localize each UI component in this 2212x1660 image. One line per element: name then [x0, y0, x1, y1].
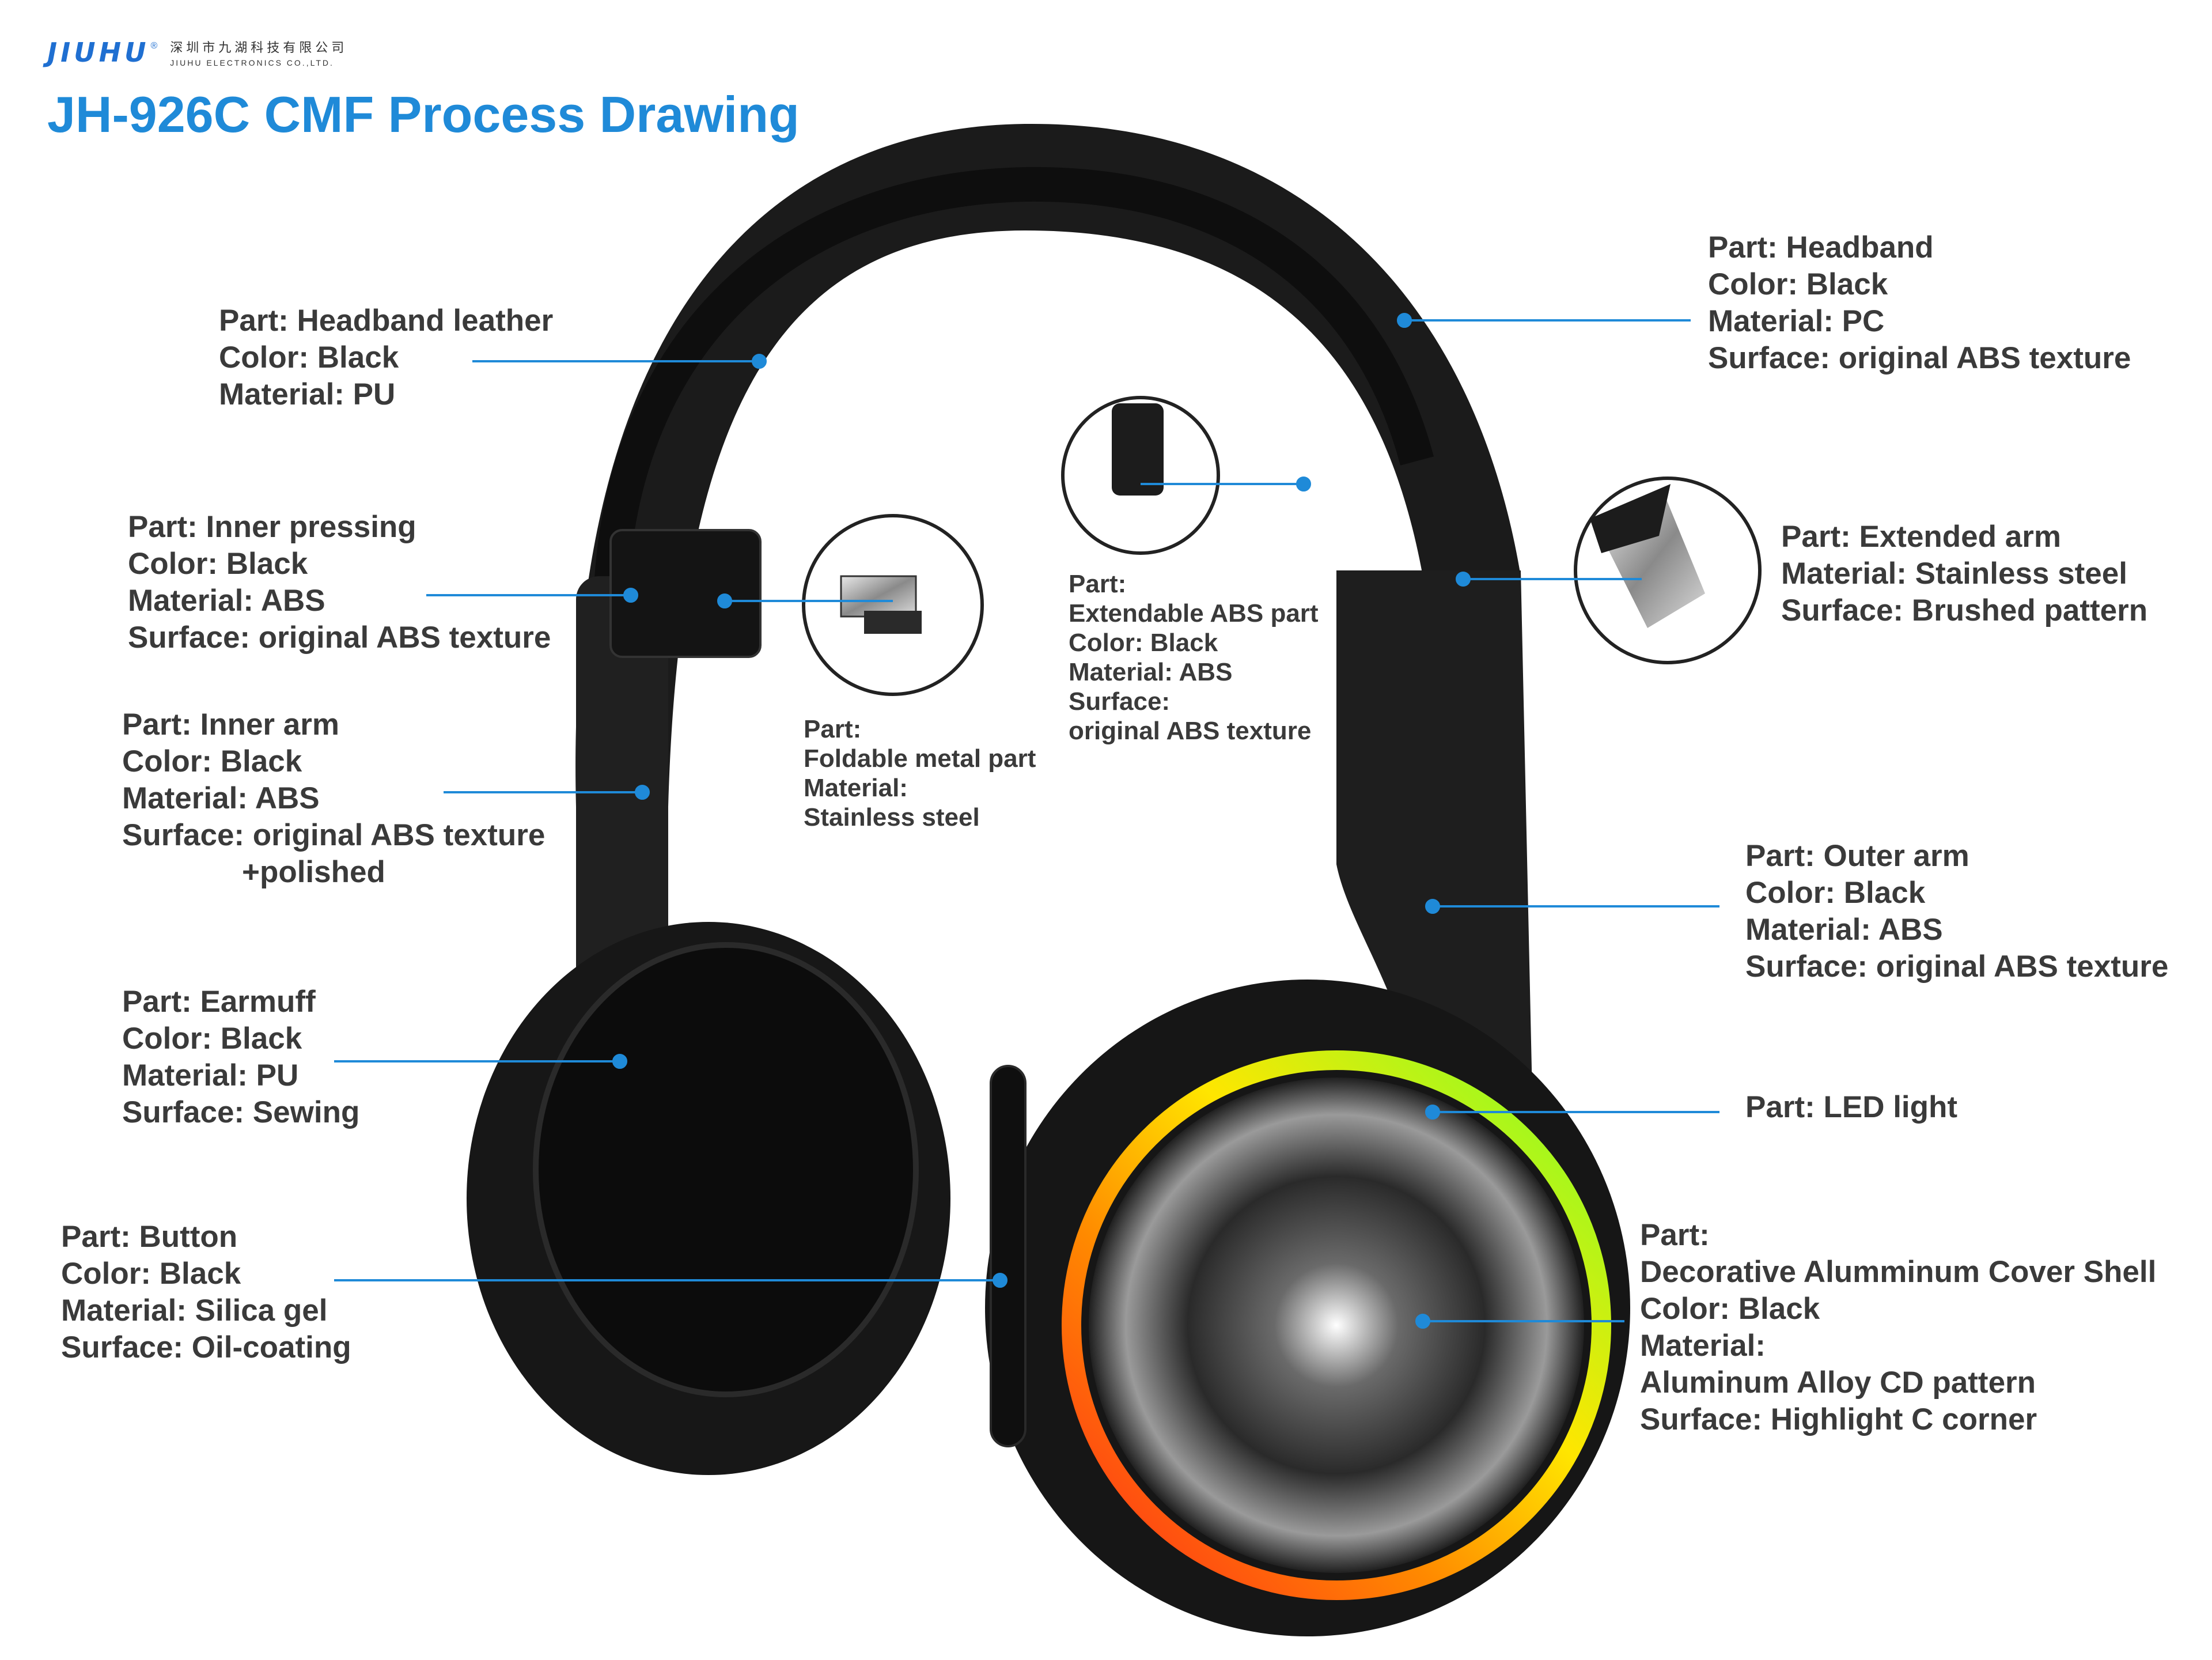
- label-line: Material: ABS: [1745, 913, 1943, 947]
- brand-name-en: JIUHU ELECTRONICS CO.,LTD.: [170, 58, 334, 67]
- label-line: Material: Stainless steel: [1781, 557, 2127, 591]
- label-line: Part: Inner arm: [122, 708, 340, 742]
- label-line: Color: Black: [1708, 267, 1888, 301]
- label-cover-shell: Part: Decorative Alumminum Cover Shell C…: [1640, 1217, 2156, 1438]
- label-line: Foldable metal part: [804, 744, 1036, 773]
- label-line: Part: Headband leather: [219, 304, 554, 338]
- label-line: original ABS texture: [1069, 717, 1312, 745]
- label-line: Color: Black: [1745, 876, 1926, 910]
- label-line: Material: ABS: [128, 584, 325, 618]
- label-line: Material: PC: [1708, 304, 1885, 338]
- label-line: Surface: original ABS texture: [128, 621, 551, 655]
- label-line: Surface: Sewing: [122, 1095, 360, 1129]
- label-line: Part: Outer arm: [1745, 839, 1969, 873]
- label-foldable-metal: Part: Foldable metal part Material: Stai…: [804, 714, 1036, 832]
- cd-cover: [1089, 1077, 1584, 1573]
- label-line: Color: Black: [128, 547, 308, 581]
- label-line: Color: Black: [122, 744, 302, 778]
- label-line: Part:: [1640, 1218, 1710, 1252]
- label-line: Material: PU: [219, 377, 396, 411]
- label-headband: Part: Headband Color: Black Material: PC…: [1708, 229, 2131, 377]
- inner-pressing-shape: [609, 529, 762, 658]
- label-line: Material: PU: [122, 1058, 299, 1092]
- registered-mark: ®: [150, 41, 158, 51]
- label-line: Material: ABS: [122, 781, 320, 815]
- label-led-light: Part: LED light: [1745, 1089, 1957, 1126]
- earmuff-shape: [533, 942, 919, 1397]
- label-line: Color: Black: [1069, 629, 1218, 657]
- headband-shape: [575, 123, 1521, 807]
- label-line: Surface:: [1069, 687, 1171, 716]
- label-inner-arm: Part: Inner arm Color: Black Material: A…: [122, 706, 545, 891]
- label-extended-arm: Part: Extended arm Material: Stainless s…: [1781, 519, 2147, 629]
- label-headband-leather: Part: Headband leather Color: Black Mate…: [219, 302, 553, 413]
- label-line: Decorative Alumminum Cover Shell: [1640, 1255, 2157, 1289]
- label-line: +polished: [242, 855, 385, 889]
- label-line: Material:: [1640, 1329, 1766, 1363]
- label-line: Part: Headband: [1708, 230, 1934, 264]
- headband-leather-shape: [593, 167, 1434, 606]
- outer-arm-shape: [1336, 570, 1532, 1095]
- brand-name-cn: 深圳市九湖科技有限公司: [170, 40, 348, 55]
- extendable-detail: [1061, 396, 1220, 555]
- label-line: Surface: original ABS texture: [1708, 341, 2131, 375]
- extended-arm-detail: [1574, 477, 1762, 664]
- label-line: Stainless steel: [804, 803, 980, 831]
- label-earmuff: Part: Earmuff Color: Black Material: PU …: [122, 984, 359, 1131]
- label-line: Part: Inner pressing: [128, 510, 416, 544]
- label-line: Surface: original ABS texture: [1745, 950, 2169, 984]
- inner-arm-shape: [576, 576, 668, 991]
- button-shape: [990, 1065, 1027, 1447]
- led-ring: [1062, 1050, 1611, 1600]
- label-line: Material: Silica gel: [61, 1294, 328, 1328]
- label-line: Aluminum Alloy CD pattern: [1640, 1366, 2036, 1400]
- label-button: Part: Button Color: Black Material: Sili…: [61, 1219, 351, 1366]
- brand-logo: JIUHU ® 深圳市九湖科技有限公司 JIUHU ELECTRONICS CO…: [47, 37, 347, 68]
- logo-mark: JIUHU: [47, 37, 150, 68]
- label-line: Part:: [1069, 570, 1127, 598]
- label-line: Color: Black: [61, 1257, 241, 1291]
- label-line: Part: Button: [61, 1220, 238, 1254]
- label-line: Material: ABS: [1069, 658, 1233, 686]
- label-line: Material:: [804, 774, 908, 802]
- label-extendable-abs: Part: Extendable ABS part Color: Black M…: [1069, 569, 1319, 746]
- label-line: Surface: Oil-coating: [61, 1330, 351, 1364]
- label-line: Part: Extended arm: [1781, 520, 2061, 554]
- label-line: Color: Black: [122, 1022, 302, 1056]
- label-line: Surface: Brushed pattern: [1781, 593, 2148, 627]
- label-line: Surface: original ABS texture: [122, 818, 546, 852]
- brand-text: 深圳市九湖科技有限公司 JIUHU ELECTRONICS CO.,LTD.: [170, 37, 347, 67]
- label-outer-arm: Part: Outer arm Color: Black Material: A…: [1745, 838, 2168, 985]
- label-inner-pressing: Part: Inner pressing Color: Black Materi…: [128, 509, 551, 656]
- label-line: Color: Black: [219, 341, 399, 375]
- page-title: JH-926C CMF Process Drawing: [47, 86, 800, 143]
- label-line: Color: Black: [1640, 1292, 1820, 1326]
- label-line: Surface: Highlight C corner: [1640, 1402, 2037, 1436]
- label-line: Part: Earmuff: [122, 985, 316, 1019]
- label-line: Part:: [804, 715, 862, 743]
- foldable-detail: [802, 514, 984, 696]
- label-line: Extendable ABS part: [1069, 599, 1319, 627]
- label-line: Part: LED light: [1745, 1090, 1958, 1124]
